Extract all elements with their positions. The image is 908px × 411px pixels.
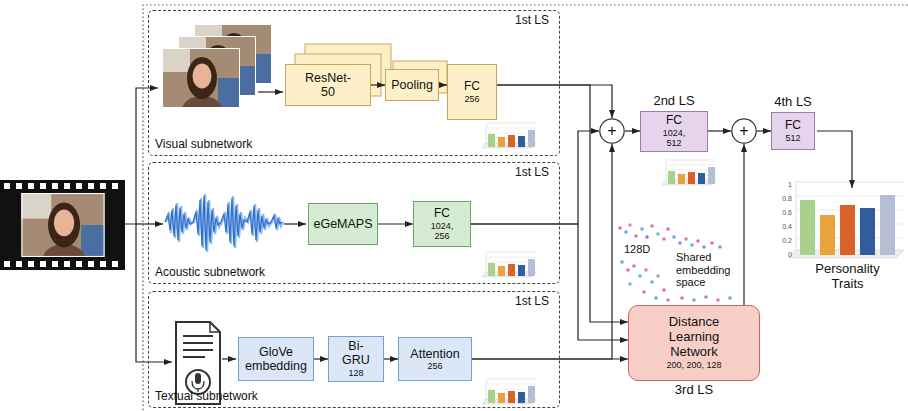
layer-box: ResNet-50 — [285, 64, 371, 106]
stage-label: 3rd LS — [675, 383, 713, 398]
connector — [497, 85, 612, 118]
sum-node: + — [599, 118, 625, 144]
label-stack: Distance Learning Network200, 200, 128 — [662, 315, 727, 370]
box-label: 128 — [342, 368, 370, 378]
box-label: Pooling — [391, 78, 433, 92]
subnetwork-panel: 1st LS Acoustic subnetwork eGeMAPS FC1024, … — [148, 162, 560, 284]
stage-label: Visual subnetwork — [155, 138, 252, 152]
mini-chart — [482, 379, 536, 404]
stage-label: 1st LS — [515, 14, 549, 28]
connector — [472, 358, 628, 359]
axis-tick: 1 — [768, 181, 792, 189]
stage-label: 2nd LS — [653, 94, 694, 109]
box-label: 256 — [464, 94, 480, 104]
stage-label: Acoustic subnetwork — [155, 266, 265, 280]
label-stack: Attention256 — [410, 347, 459, 372]
annotation: 128D — [624, 243, 650, 256]
connector — [708, 130, 731, 131]
layer-box: Bi-GRU128 — [328, 336, 384, 382]
connector — [384, 358, 398, 359]
embedding-scatter — [618, 223, 732, 302]
box-label: 512 — [785, 133, 801, 143]
stage-label: 4th LS — [774, 95, 812, 110]
axis-tick: 0.2 — [768, 237, 792, 245]
label-stack: eGeMAPS — [313, 217, 372, 231]
label-stack: Bi-GRU128 — [342, 339, 370, 378]
box-label: + — [739, 122, 748, 140]
frames-arrow — [258, 91, 283, 92]
box-label: FC — [785, 119, 801, 133]
axis-tick: 0.8 — [768, 195, 792, 203]
stage-label: 1st LS — [515, 166, 549, 180]
box-label: 256 — [410, 361, 459, 371]
connector — [497, 85, 628, 322]
stage-label: Textual subnetwork — [155, 390, 258, 404]
label-stack: FC512 — [785, 119, 801, 143]
connector — [471, 224, 628, 340]
box-label: GloVe embedding — [245, 345, 307, 374]
connector — [757, 130, 771, 131]
box-label: 1024, 256 — [428, 221, 456, 242]
box-label: 200, 200, 128 — [662, 360, 727, 370]
box-label: eGeMAPS — [313, 217, 372, 231]
box-label: Bi-GRU — [342, 339, 370, 368]
connector — [439, 84, 447, 85]
connector — [378, 223, 413, 224]
layer-box: Attention256 — [398, 337, 472, 381]
audio-arrow — [284, 223, 306, 224]
connector — [472, 144, 612, 359]
layer-box: 2nd LSFC1024, 512 — [640, 111, 708, 152]
sum-node: + — [731, 118, 757, 144]
box-label: FC — [464, 80, 480, 94]
stage-label: 1st LS — [515, 295, 549, 309]
label-stack: GloVe embedding — [245, 345, 307, 374]
mini-chart — [662, 160, 716, 185]
axis-tick: 0.4 — [768, 223, 792, 231]
axis-tick: 0.6 — [768, 209, 792, 217]
label-stack: + — [739, 122, 748, 140]
layer-box: 4th LSFC512 — [771, 112, 815, 150]
label-stack: ResNet-50 — [305, 71, 351, 100]
mini-chart — [482, 123, 536, 148]
box-label: ResNet-50 — [305, 71, 351, 100]
subnetwork-panel: 1st LS Textual subnetwork GloVe embedding B… — [148, 291, 560, 408]
connector — [371, 84, 385, 85]
box-label: Distance Learning Network — [662, 315, 727, 360]
video-frames — [162, 24, 272, 124]
box-label: Attention — [410, 347, 459, 361]
mini-chart — [482, 252, 536, 277]
box-label: FC — [658, 114, 691, 128]
subnetwork-panel: 1st LS Visual subnetwork ResNet-50 Pooling F… — [148, 10, 560, 156]
layer-box: FC256 — [447, 64, 497, 120]
connector — [625, 130, 640, 131]
annotation: Shared embedding space — [676, 251, 740, 289]
connector — [743, 144, 744, 305]
layer-box: eGeMAPS — [308, 203, 378, 245]
box-label: + — [607, 122, 616, 140]
layer-box: GloVe embedding — [238, 337, 314, 381]
traits-chart — [788, 182, 904, 258]
layer-box: Pooling — [385, 69, 439, 101]
output-arrow — [817, 131, 852, 188]
audio-waveform — [165, 194, 283, 252]
distance-network-box: 3rd LSDistance Learning Network200, 200,… — [628, 305, 760, 381]
label-stack: Pooling — [391, 78, 433, 92]
connector — [314, 358, 328, 359]
text-arrow — [222, 358, 236, 359]
label-stack: FC1024, 512 — [658, 114, 691, 148]
axis-tick: 0 — [768, 251, 792, 259]
video-input — [0, 180, 125, 274]
label-stack: + — [607, 122, 616, 140]
annotation: Personality Traits — [800, 262, 895, 292]
box-label: 1024, 512 — [658, 128, 691, 149]
box-label: FC — [428, 207, 456, 221]
layer-box: FC1024, 256 — [413, 201, 471, 247]
outer-frame — [143, 5, 908, 410]
label-stack: FC1024, 256 — [428, 207, 456, 241]
label-stack: FC256 — [464, 80, 480, 104]
connector — [471, 131, 599, 224]
